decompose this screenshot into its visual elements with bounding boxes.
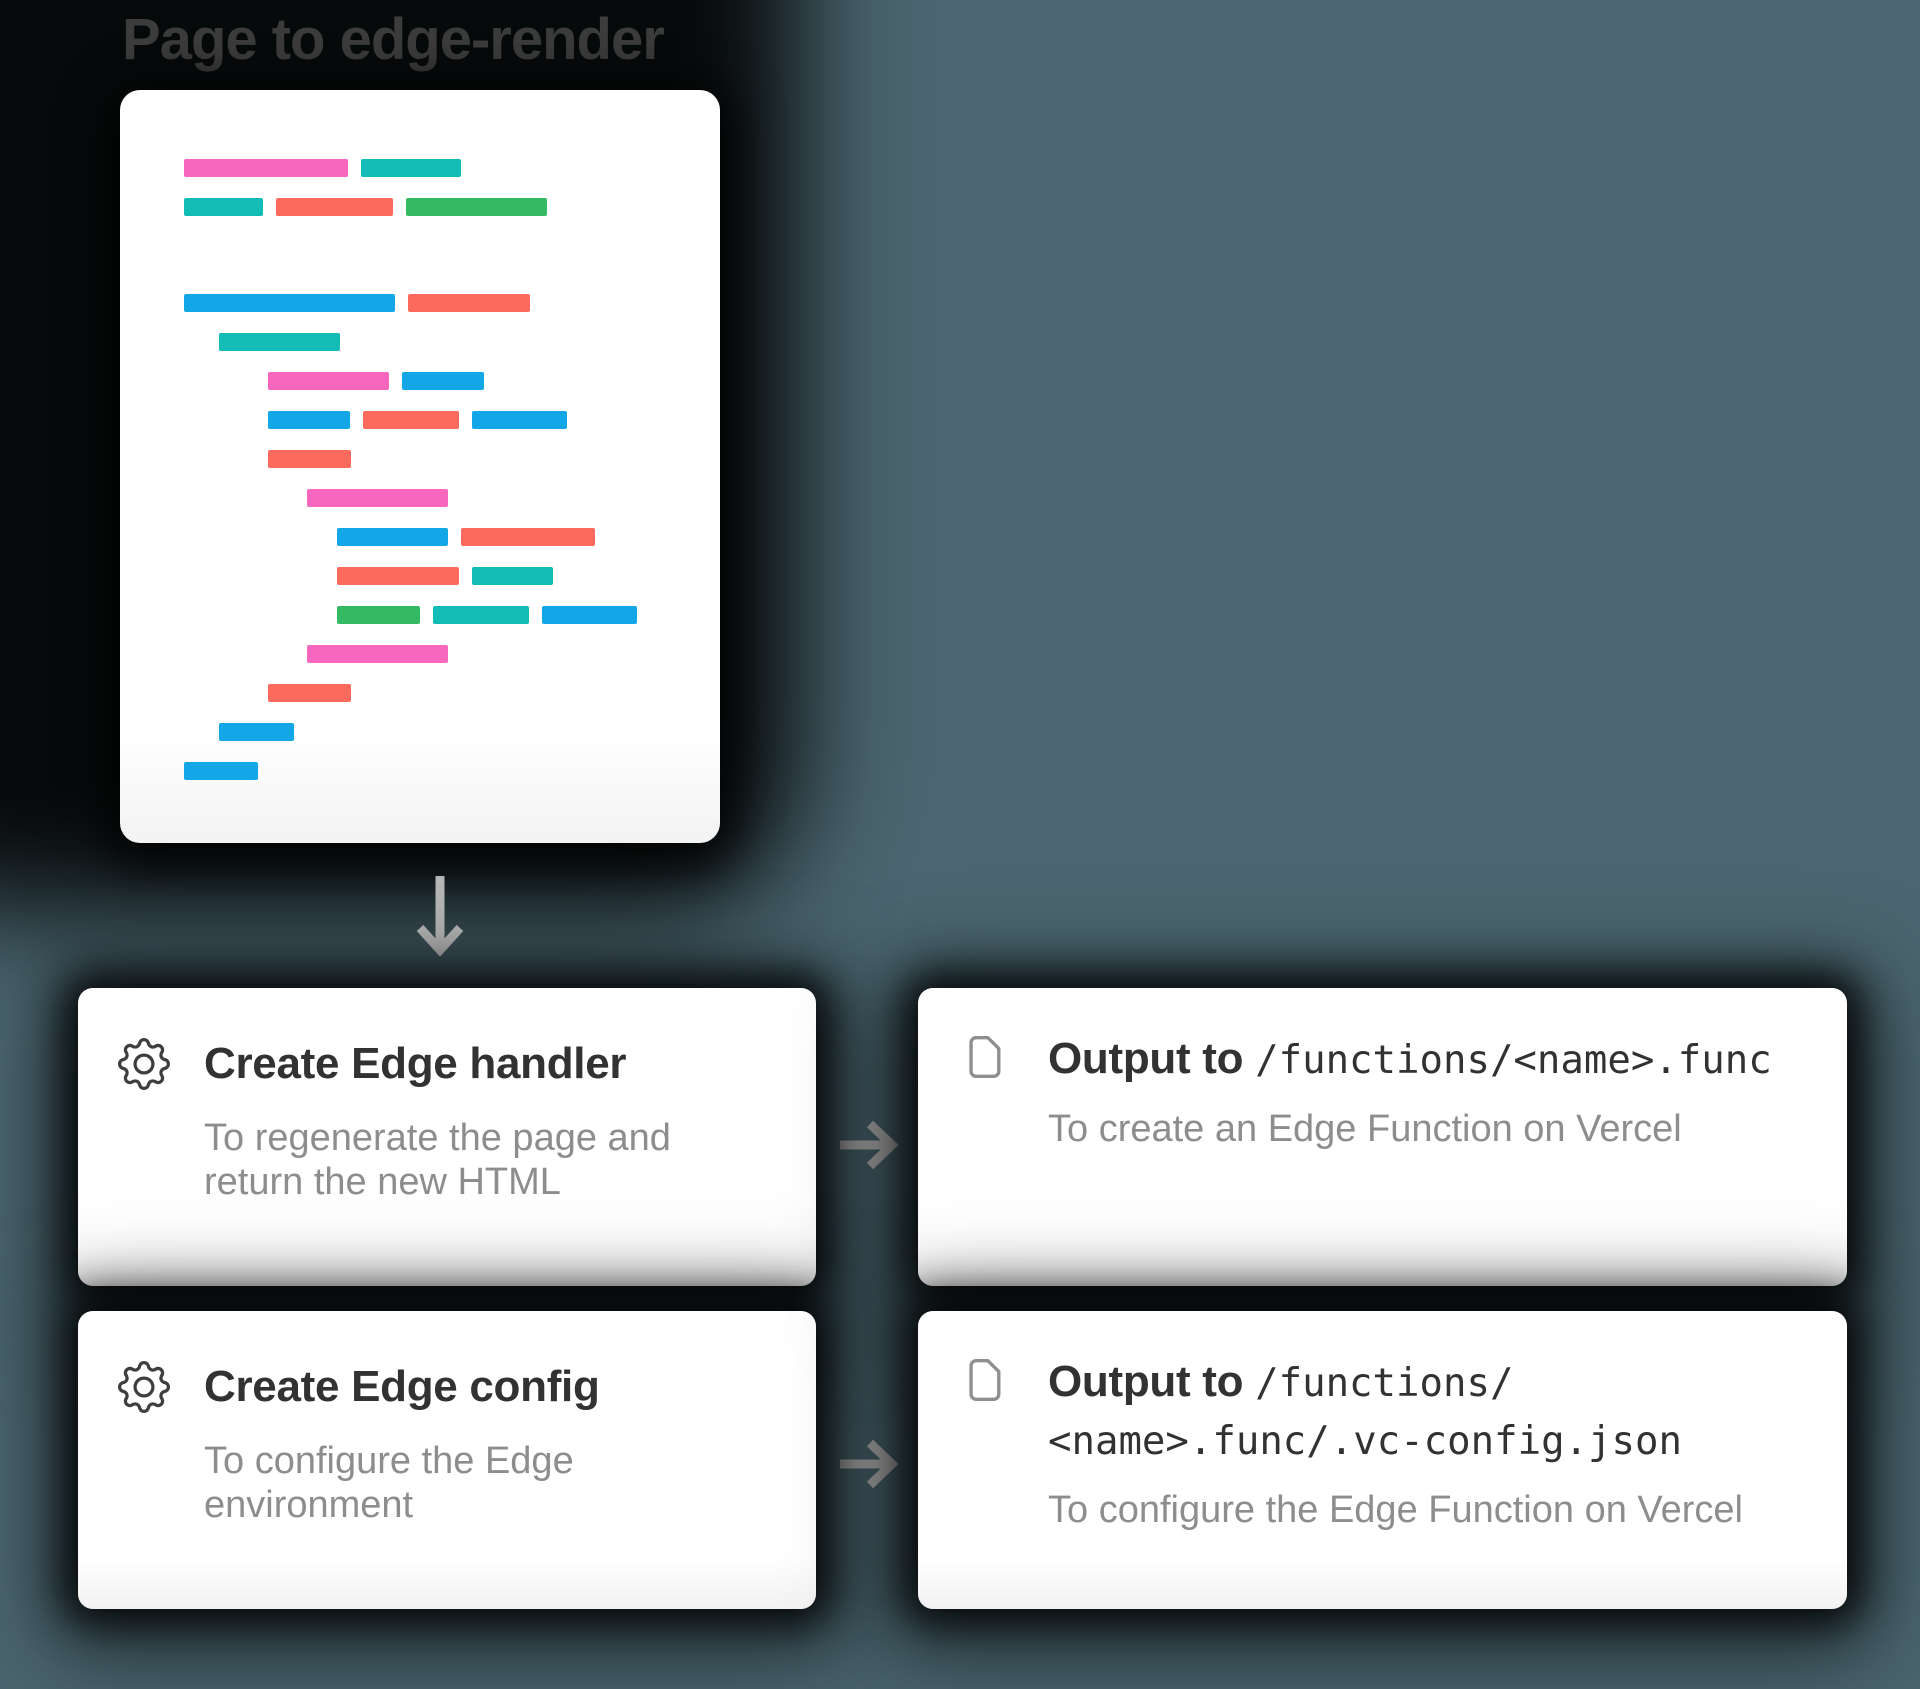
code-line — [268, 372, 720, 390]
code-token-green — [337, 606, 420, 624]
code-line — [268, 684, 720, 702]
code-token-teal — [361, 159, 461, 177]
code-line — [337, 606, 720, 624]
code-line — [184, 159, 720, 177]
code-line — [184, 294, 720, 312]
card-description: To create an Edge Function on Vercel — [1048, 1108, 1682, 1150]
code-line — [268, 411, 720, 429]
gear-icon — [118, 1361, 170, 1609]
code-token-teal — [184, 198, 263, 216]
code-token-pink — [184, 159, 348, 177]
code-token-green — [406, 198, 547, 216]
code-token-teal — [219, 333, 340, 351]
arrow-right-icon — [840, 1439, 899, 1489]
code-token-red — [337, 567, 459, 585]
code-token-blue — [268, 411, 350, 429]
code-token-blue — [542, 606, 637, 624]
arrow-right-icon — [840, 1120, 899, 1170]
output-title-prefix: Output to — [1048, 1357, 1256, 1406]
code-token-blue — [472, 411, 567, 429]
code-token-teal — [433, 606, 529, 624]
card-title: Output to /functions/<name>.func — [1048, 1031, 1807, 1089]
code-token-blue — [184, 294, 395, 312]
output-path-code: /functions/<name>.func — [1255, 1038, 1772, 1083]
code-line — [337, 528, 720, 546]
code-token-red — [268, 450, 351, 468]
code-token-red — [268, 684, 351, 702]
code-line — [184, 198, 720, 216]
card-text: Output to /functions/ <name>.func/.vc-con… — [1048, 1354, 1807, 1609]
card-description: To regenerate the page and return the ne… — [204, 1117, 671, 1203]
card-text: Create Edge config To configure the Edge… — [204, 1359, 776, 1609]
code-token-blue — [184, 762, 258, 780]
code-line — [184, 762, 720, 780]
code-token-red — [461, 528, 595, 546]
code-line — [219, 333, 720, 351]
card-title: Create Edge config — [204, 1362, 600, 1411]
code-line — [268, 450, 720, 468]
output-path-code: /functions/ — [1255, 1361, 1514, 1406]
code-line — [219, 723, 720, 741]
code-token-pink — [268, 372, 389, 390]
card-description: To configure the Edge Function on Vercel — [1048, 1489, 1744, 1531]
code-token-pink — [307, 489, 448, 507]
code-token-red — [276, 198, 393, 216]
file-icon — [966, 1035, 1004, 1286]
code-token-red — [363, 411, 459, 429]
card-title: Output to /functions/ <name>.func/.vc-con… — [1048, 1354, 1807, 1470]
code-token-red — [408, 294, 530, 312]
code-token-blue — [402, 372, 484, 390]
code-token-blue — [337, 528, 448, 546]
code-line — [307, 645, 720, 663]
arrow-down-icon — [416, 876, 464, 957]
page-mockup-card — [120, 90, 720, 843]
code-token-teal — [472, 567, 553, 585]
output-path-code: <name>.func/.vc-config.json — [1048, 1419, 1682, 1464]
card-text: Create Edge handler To regenerate the pa… — [204, 1036, 776, 1286]
card-create-edge-handler: Create Edge handler To regenerate the pa… — [78, 988, 816, 1286]
code-line — [337, 567, 720, 585]
card-text: Output to /functions/<name>.func To crea… — [1048, 1031, 1807, 1286]
code-token-blue — [219, 723, 294, 741]
output-title-prefix: Output to — [1048, 1034, 1256, 1083]
card-title: Create Edge handler — [204, 1039, 627, 1088]
page-title: Page to edge-render — [122, 7, 665, 72]
card-output-vc-config: Output to /functions/ <name>.func/.vc-con… — [918, 1311, 1847, 1609]
card-create-edge-config: Create Edge config To configure the Edge… — [78, 1311, 816, 1609]
code-token-pink — [307, 645, 448, 663]
gear-icon — [118, 1038, 170, 1286]
code-line — [307, 489, 720, 507]
card-output-func: Output to /functions/<name>.func To crea… — [918, 988, 1847, 1286]
card-description: To configure the Edge environment — [204, 1440, 574, 1526]
code-lines — [184, 159, 720, 780]
file-icon — [966, 1358, 1004, 1609]
